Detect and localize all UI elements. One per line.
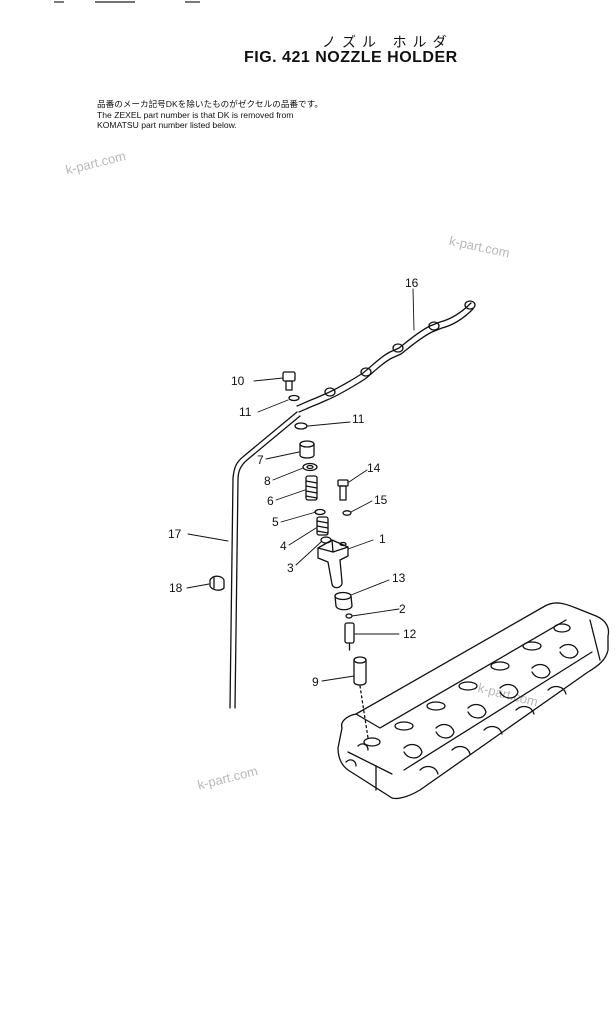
note-line-english-2: KOMATSU part number listed below. xyxy=(97,120,237,130)
o-ring xyxy=(345,613,353,619)
injection-tube xyxy=(296,300,476,413)
bolt-washer xyxy=(342,510,352,516)
nozzle-holder-body xyxy=(317,539,349,589)
callout-6: 6 xyxy=(267,494,274,508)
callout-14: 14 xyxy=(367,461,381,475)
note-line-english-1: The ZEXEL part number is that DK is remo… xyxy=(97,109,294,120)
callout-12: 12 xyxy=(403,627,417,641)
callout-11: 11 xyxy=(239,405,252,419)
callout-3: 3 xyxy=(287,561,294,575)
callout-4: 4 xyxy=(280,539,287,553)
figure-title: FIG. 421 NOZZLE HOLDER xyxy=(244,49,458,66)
callout-17: 17 xyxy=(168,527,182,541)
spring-coil-upper xyxy=(305,475,318,501)
cylinder-head xyxy=(337,602,610,800)
callout-8: 8 xyxy=(264,474,271,488)
part-number-note: 品番のメーカ記号DKを除いたものがゼクセルの品番です。 The ZEXEL pa… xyxy=(97,99,323,131)
leader-lines xyxy=(186,288,415,682)
nozzle-sleeve xyxy=(353,656,369,739)
callout-10: 10 xyxy=(231,374,245,388)
gasket-lower xyxy=(294,422,308,430)
washer xyxy=(302,462,318,472)
callout-1: 1 xyxy=(379,532,386,546)
callout-7: 7 xyxy=(257,453,264,467)
mounting-bolt xyxy=(337,479,349,501)
nozzle-tip xyxy=(344,622,355,651)
spring xyxy=(316,516,329,536)
hollow-bolt xyxy=(282,371,296,391)
callout-13: 13 xyxy=(392,571,406,585)
top-edge-marks xyxy=(54,1,200,3)
callout-5: 5 xyxy=(272,515,279,529)
note-line-japanese: 品番のメーカ記号DKを除いたものがゼクセルの品番です。 xyxy=(97,99,323,109)
callout-9: 9 xyxy=(312,675,319,689)
callout-16: 16 xyxy=(405,276,419,290)
shim xyxy=(314,508,326,516)
gasket-upper xyxy=(288,394,300,402)
callout-2: 2 xyxy=(399,602,406,616)
title-kana: ノズル ホルダ xyxy=(322,35,453,51)
retaining-nut xyxy=(299,440,315,459)
callout-11: 11 xyxy=(352,412,365,426)
leak-off-pipe xyxy=(229,411,301,709)
pipe-clip xyxy=(209,575,225,591)
callout-18: 18 xyxy=(169,581,183,595)
callout-15: 15 xyxy=(374,493,388,507)
nozzle-nut xyxy=(334,591,353,611)
